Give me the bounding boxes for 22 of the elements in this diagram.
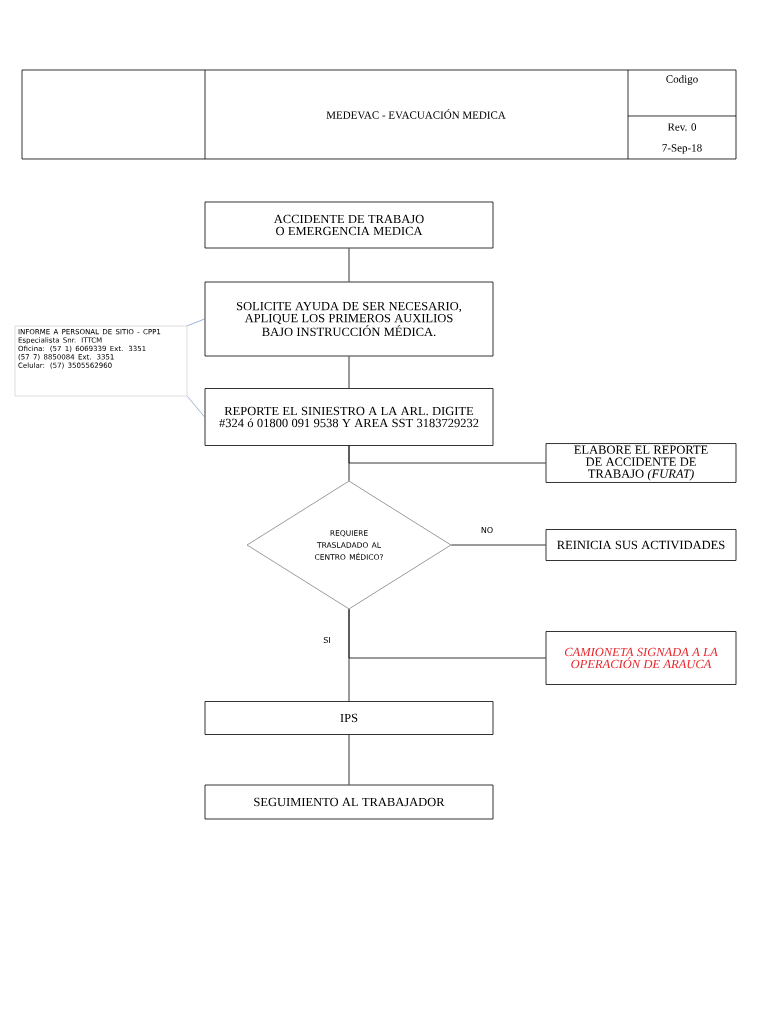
- connector-line: [186, 318, 205, 327]
- edge-label: SI: [323, 636, 330, 644]
- connector-line: [450, 544, 546, 546]
- process-box: SEGUIMIENTO AL TRABAJADOR: [204, 784, 494, 820]
- connector-line: [348, 356, 350, 389]
- process-box: REPORTE EL SINIESTRO A LA ARL. DIGITE #324 ó 01800 091 9538 Y AREA SST 3183729232: [204, 388, 494, 446]
- connector-line: [348, 248, 350, 282]
- process-box: IPS: [204, 701, 494, 735]
- header-label: Rev. 0: [667, 123, 697, 131]
- connector-line: [348, 608, 350, 702]
- process-box: ACCIDENTE DE TRABAJO O EMERGENCIA MEDICA: [204, 201, 494, 249]
- connector-line: [348, 734, 350, 785]
- process-box: CAMIONETA SIGNADA A LA OPERACIÓN DE ARAUCA: [545, 631, 737, 685]
- document-title: MEDEVAC - EVACUACIÓN MEDICA: [326, 109, 506, 119]
- header-label: 7-Sep-18: [662, 144, 702, 154]
- process-box: ELABORE EL REPORTE DE ACCIDENTE DE TRABAJO (FURAT): [545, 443, 737, 483]
- process-box: SOLICITE AYUDA DE SER NECESARIO, APLIQUE LOS PRIMEROS AUXILIOS BAJO INSTRUCCIÓN MÉDICA.: [204, 281, 494, 357]
- process-box: REINICIA SUS ACTIVIDADES: [545, 529, 737, 561]
- connector-line: [186, 395, 205, 418]
- header-label: Codigo: [666, 75, 698, 85]
- connector-line: [348, 445, 350, 482]
- edge-label: NO: [481, 526, 493, 534]
